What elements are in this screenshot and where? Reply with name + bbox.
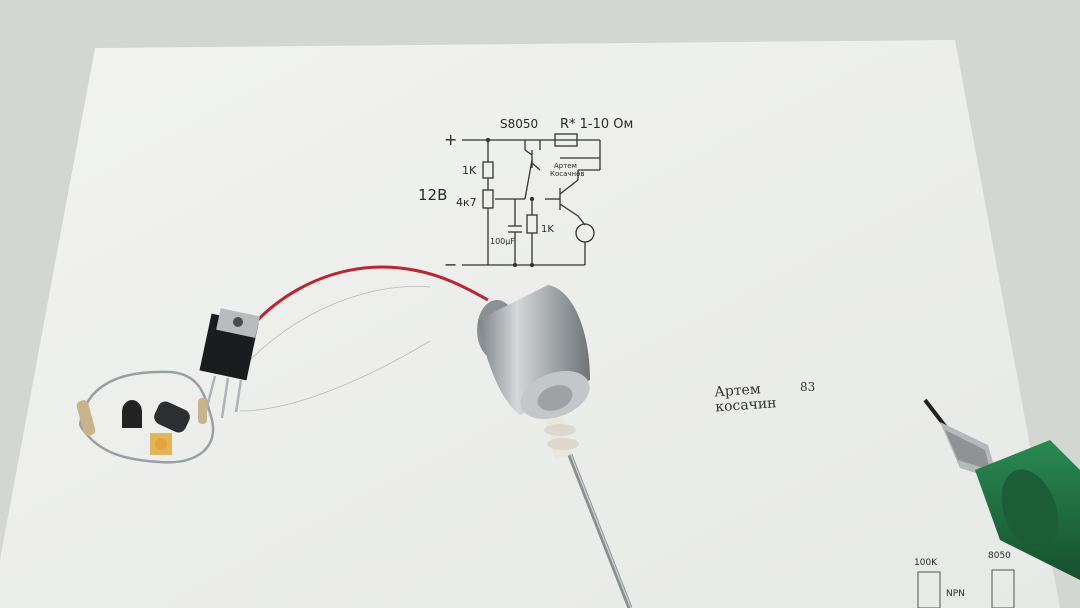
corner-label-a: 100K <box>914 558 938 568</box>
white-wire-2 <box>239 316 486 412</box>
assembled-circuit <box>76 308 260 464</box>
minus-label: − <box>444 255 457 274</box>
voltage-label: 12В <box>418 186 447 204</box>
small-transistor <box>122 400 142 428</box>
electrolytic-capacitor <box>154 401 190 433</box>
pot-label: 4к7 <box>456 196 477 209</box>
corner-sketch <box>917 569 1015 608</box>
cap-label: 100μF <box>490 237 515 246</box>
transistor-label: S8050 <box>500 117 538 131</box>
white-wire-1 <box>234 283 481 376</box>
white-wire-1-edge <box>235 286 431 377</box>
schematic-labels: + − S8050 R* 1-10 Ом 1K 4к7 12В 100μF 1K… <box>418 117 633 274</box>
corner-label-c: 8050 <box>988 551 1011 561</box>
signature-2: Косачнов <box>550 170 585 178</box>
drill-bit <box>567 454 633 608</box>
white-wire-2-edge <box>239 340 431 412</box>
resistor-label: R* 1-10 Ом <box>560 117 633 132</box>
plus-label: + <box>444 130 457 149</box>
dc-motor <box>477 285 590 459</box>
r2-label: 1K <box>541 224 554 235</box>
note-number: 83 <box>800 380 816 394</box>
circuit-schematic <box>462 133 601 268</box>
signature-1: Артем <box>554 162 577 170</box>
corner-label-b: NPN <box>946 589 965 599</box>
r1-label: 1K <box>462 164 477 177</box>
rotary-tool <box>923 398 1080 580</box>
